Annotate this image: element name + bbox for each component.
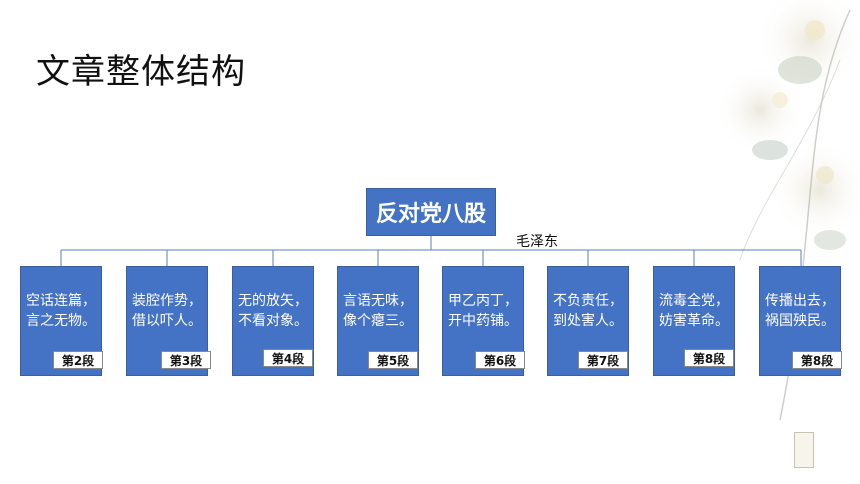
- child-node: 流毒全党， 妨害革命。 第8段: [653, 266, 735, 376]
- slide-title: 文章整体结构: [36, 52, 246, 92]
- root-node: 反对党八股: [366, 188, 496, 236]
- node-line-2: 像个瘪三。: [343, 313, 413, 329]
- node-text: 言语无味， 像个瘪三。: [338, 291, 418, 331]
- node-line-2: 借以吓人。: [132, 313, 202, 329]
- child-node: 甲乙丙丁， 开中药铺。 第6段: [442, 266, 525, 376]
- section-badge: 第3段: [161, 351, 211, 369]
- node-line-2: 不看对象。: [238, 313, 308, 329]
- node-line-1: 传播出去，: [765, 293, 835, 309]
- node-line-2: 言之无物。: [26, 313, 96, 329]
- section-badge: 第4段: [263, 349, 313, 367]
- floral-decoration: [715, 0, 860, 421]
- child-node: 无的放矢， 不看对象。 第4段: [232, 266, 314, 376]
- node-text: 无的放矢， 不看对象。: [233, 291, 313, 331]
- node-line-1: 流毒全党，: [659, 293, 729, 309]
- node-line-1: 甲乙丙丁，: [448, 293, 518, 309]
- node-text: 空话连篇， 言之无物。: [21, 291, 101, 331]
- section-badge: 第8段: [792, 351, 842, 369]
- section-badge: 第2段: [53, 351, 103, 369]
- node-line-2: 开中药铺。: [448, 313, 518, 329]
- node-text: 甲乙丙丁， 开中药铺。: [443, 291, 523, 331]
- node-line-1: 言语无味，: [343, 293, 413, 309]
- node-line-2: 到处害人。: [553, 313, 623, 329]
- node-text: 不负责任， 到处害人。: [548, 291, 628, 331]
- node-text: 传播出去， 祸国殃民。: [760, 291, 840, 331]
- root-label: 反对党八股: [375, 202, 486, 227]
- child-node: 空话连篇， 言之无物。 第2段: [20, 266, 103, 376]
- node-text: 装腔作势， 借以吓人。: [127, 291, 207, 331]
- node-line-1: 不负责任，: [553, 293, 623, 309]
- child-node: 装腔作势， 借以吓人。 第3段: [126, 266, 211, 376]
- section-badge: 第8段: [684, 349, 734, 367]
- node-line-2: 祸国殃民。: [765, 313, 835, 329]
- child-node: 言语无味， 像个瘪三。 第5段: [337, 266, 419, 376]
- section-badge: 第5段: [368, 351, 418, 369]
- node-line-1: 空话连篇，: [26, 293, 96, 309]
- child-node: 传播出去， 祸国殃民。 第8段: [759, 266, 842, 376]
- author-label: 毛泽东: [516, 234, 558, 250]
- node-line-1: 装腔作势，: [132, 293, 202, 309]
- section-badge: 第6段: [475, 351, 525, 369]
- child-node: 不负责任， 到处害人。 第7段: [547, 266, 629, 376]
- node-line-1: 无的放矢，: [238, 293, 308, 309]
- node-line-2: 妨害革命。: [659, 313, 729, 329]
- section-badge: 第7段: [578, 351, 628, 369]
- node-text: 流毒全党， 妨害革命。: [654, 291, 734, 331]
- seal-stamp: [794, 432, 814, 468]
